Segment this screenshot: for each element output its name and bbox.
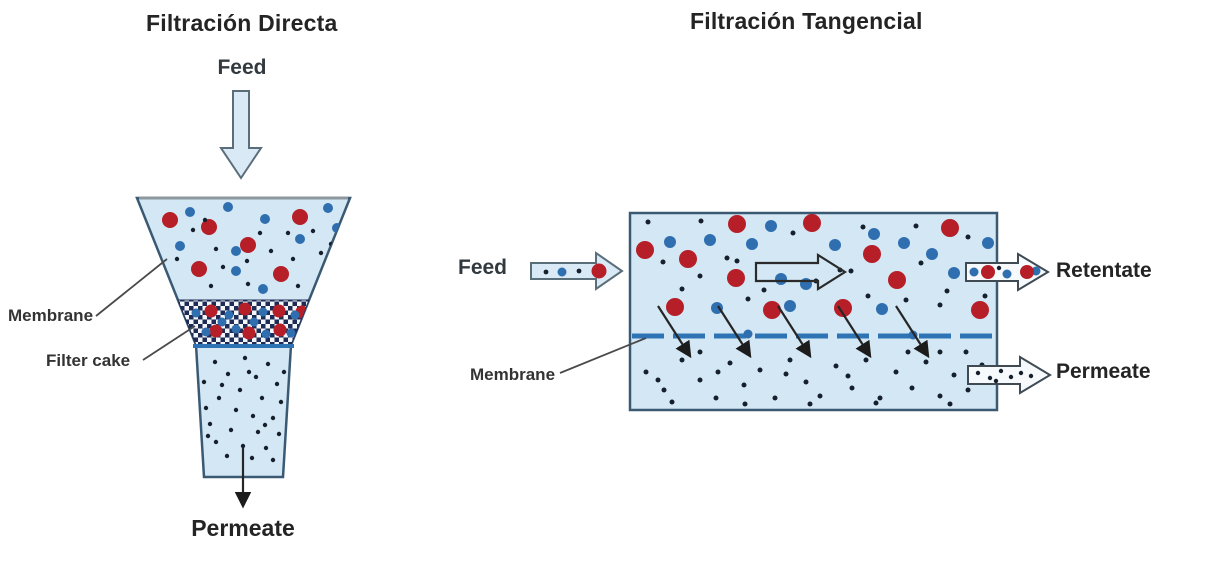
right-feed-label: Feed bbox=[458, 256, 508, 279]
permeate-arrow-particles bbox=[975, 368, 1034, 384]
left-membrane-label: Membrane bbox=[8, 306, 94, 325]
right-membrane-label: Membrane bbox=[470, 365, 556, 384]
right-title: Filtración Tangencial bbox=[690, 8, 923, 34]
left-permeate-label: Permeate bbox=[191, 515, 295, 541]
permeate-particles-direct bbox=[201, 355, 287, 463]
tangential-membrane-leader bbox=[559, 337, 647, 374]
crossflow-arrow bbox=[754, 253, 848, 291]
filter-cake-particles bbox=[191, 302, 309, 340]
right-permeate-label: Permeate bbox=[1056, 360, 1151, 383]
tangential-filtration-figure bbox=[530, 211, 1052, 412]
membrane-leader-line bbox=[95, 258, 168, 317]
permeate-outlet-arrow bbox=[967, 355, 1052, 395]
suspension-particles bbox=[162, 202, 342, 294]
flow-channel bbox=[628, 211, 999, 412]
retentate-particles bbox=[969, 265, 1041, 279]
filter-cake-leader-line bbox=[142, 325, 196, 361]
left-feed-label: Feed bbox=[217, 56, 267, 79]
left-title: Filtración Directa bbox=[146, 10, 338, 36]
feed-down-arrow bbox=[219, 90, 263, 180]
transmembrane-flux-arrows bbox=[657, 305, 930, 359]
filter-cake-label: Filter cake bbox=[46, 351, 131, 370]
feed-stream-particles bbox=[636, 214, 994, 319]
feed-inlet-arrow bbox=[530, 251, 624, 291]
permeate-stream-particles bbox=[643, 349, 985, 407]
feed-arrow-particles bbox=[543, 263, 607, 279]
retentate-label: Retentate bbox=[1056, 259, 1152, 282]
direct-filtration-figure bbox=[95, 90, 352, 509]
